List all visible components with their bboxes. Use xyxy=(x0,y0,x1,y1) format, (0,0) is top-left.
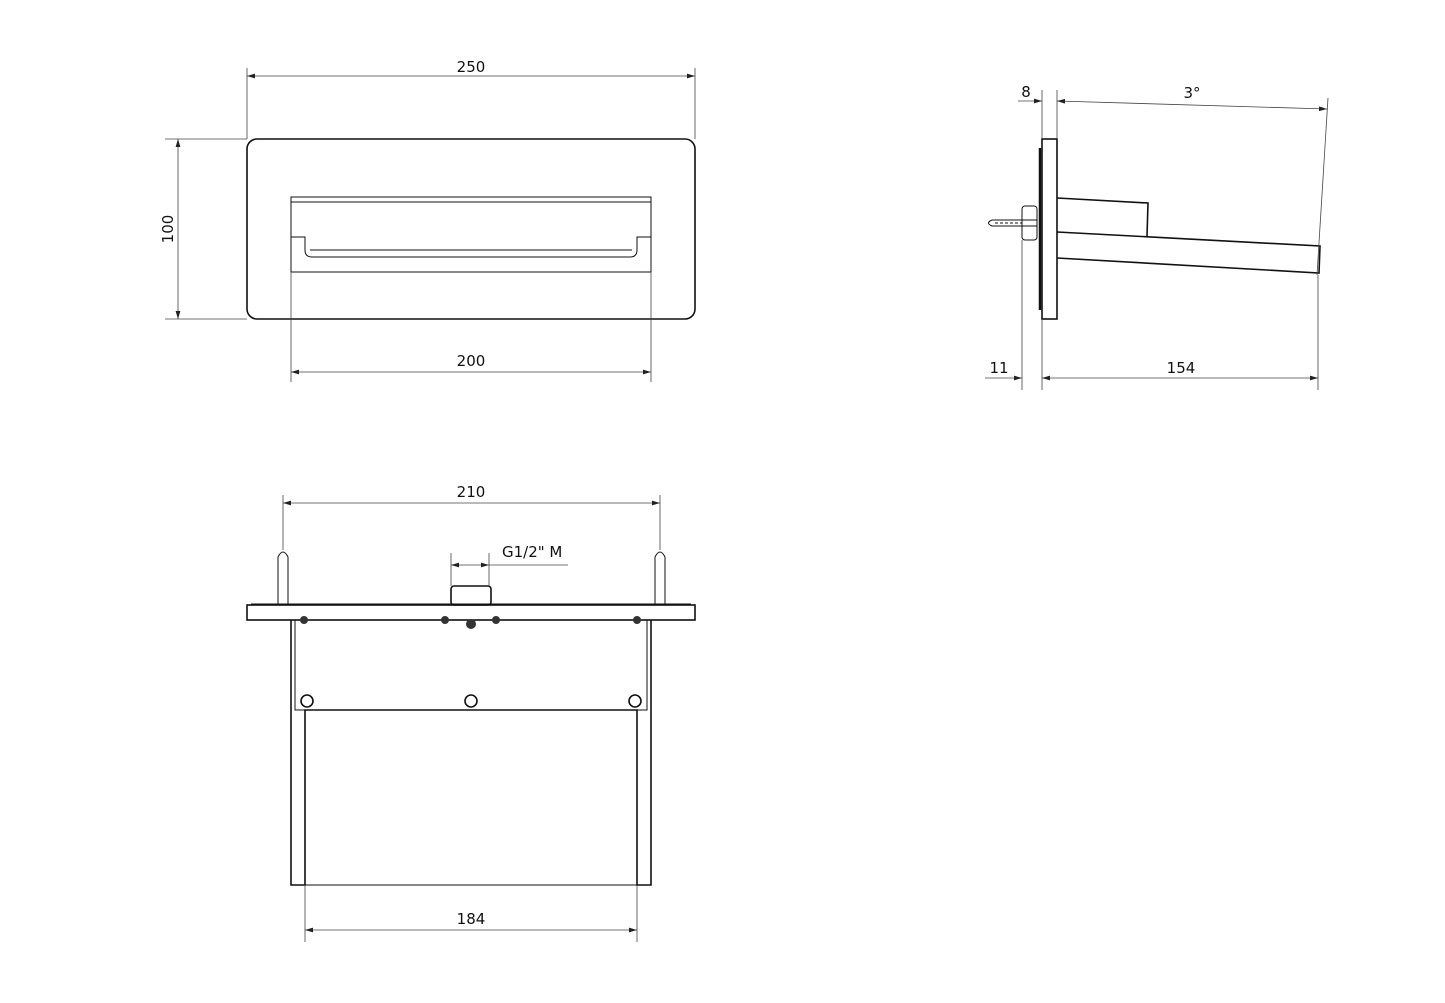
dim-top-inner-width: 184 xyxy=(457,910,486,928)
top-view: 210 G1/2" M 184 xyxy=(246,483,696,942)
wall-anchor-right xyxy=(654,551,666,605)
front-plate xyxy=(246,138,696,320)
front-view: 250 100 200 xyxy=(159,58,696,382)
dim-side-plate: 8 xyxy=(1021,83,1031,101)
dim-top-anchor-span: 210 xyxy=(457,483,486,501)
side-plate xyxy=(1041,138,1058,320)
side-nut xyxy=(1021,205,1038,241)
screw-icons xyxy=(300,616,642,708)
top-plate xyxy=(246,604,696,621)
dim-top-thread: G1/2" M xyxy=(502,543,562,561)
dim-front-height: 100 xyxy=(159,215,177,244)
dim-front-inner-width: 200 xyxy=(457,352,486,370)
dim-side-depth: 154 xyxy=(1167,359,1196,377)
top-thread-connector xyxy=(450,585,492,606)
dim-side-angle: 3° xyxy=(1183,84,1200,102)
wall-anchor-left xyxy=(277,551,289,605)
dim-front-width: 250 xyxy=(457,58,486,76)
dim-side-nut: 11 xyxy=(989,359,1008,377)
front-spout-opening xyxy=(290,196,652,273)
side-view: 8 3° 11 154 xyxy=(985,83,1329,390)
